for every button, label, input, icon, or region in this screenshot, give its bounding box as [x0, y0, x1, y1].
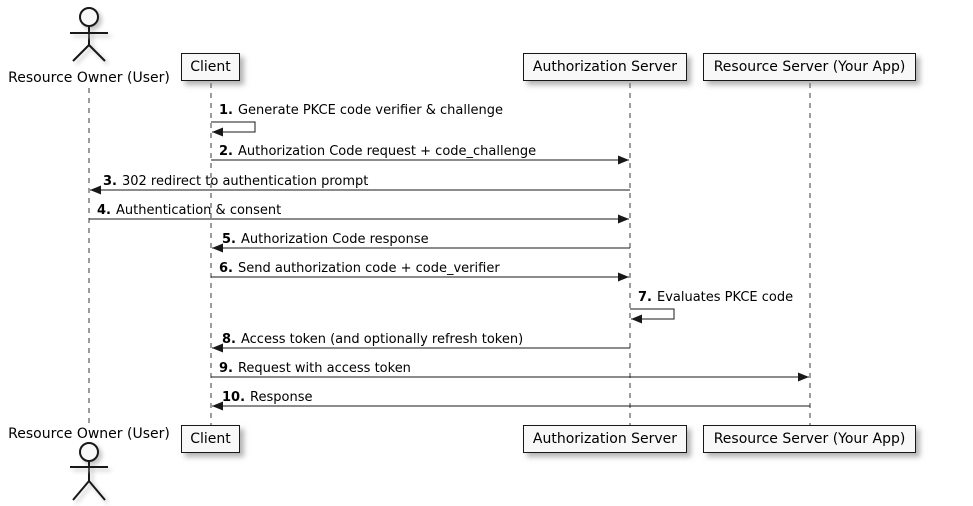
message-arrow-1: [211, 121, 256, 137]
message-arrow-7: [630, 308, 675, 324]
participant-auth-server-bottom: Authorization Server: [523, 425, 687, 453]
message-label-8: 8.Access token (and optionally refresh t…: [222, 332, 524, 347]
message-label-10: 10.Response: [222, 390, 313, 405]
message-label-2: 2.Authorization Code request + code_chal…: [219, 144, 537, 159]
participant-client-bottom: Client: [181, 425, 240, 453]
actor-icon-top: [70, 7, 108, 62]
message-label-4: 4.Authentication & consent: [97, 203, 282, 218]
participant-client-top: Client: [181, 53, 240, 81]
message-label-1: 1.Generate PKCE code verifier & challeng…: [219, 103, 504, 118]
actor-label-bottom: Resource Owner (User): [8, 426, 170, 442]
message-label-6: 6.Send authorization code + code_verifie…: [219, 261, 500, 276]
participant-auth-server-top: Authorization Server: [523, 53, 687, 81]
actor-icon-bottom: [70, 442, 108, 501]
participant-resource-server-top: Resource Server (Your App): [703, 53, 916, 81]
actor-label-top: Resource Owner (User): [8, 70, 170, 86]
message-label-3: 3.302 redirect to authentication prompt: [103, 174, 369, 189]
message-label-5: 5.Authorization Code response: [222, 232, 429, 247]
message-label-7: 7.Evaluates PKCE code: [638, 290, 794, 305]
participant-resource-server-bottom: Resource Server (Your App): [703, 425, 916, 453]
message-label-9: 9.Request with access token: [219, 361, 411, 376]
